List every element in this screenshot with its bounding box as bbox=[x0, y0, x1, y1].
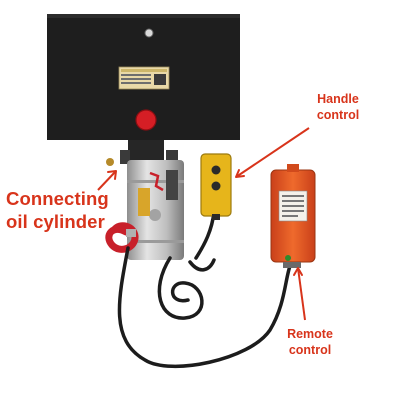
handle-arrow bbox=[235, 127, 310, 178]
remote-control-unit bbox=[270, 164, 316, 268]
red-breather-cap-icon bbox=[135, 109, 157, 131]
label-line: oil cylinder bbox=[6, 211, 105, 232]
red-hose bbox=[105, 222, 139, 253]
motor-label bbox=[138, 188, 150, 216]
label-line: Remote bbox=[287, 327, 333, 341]
annotation-arrows bbox=[97, 127, 310, 321]
remote-arrow bbox=[297, 267, 306, 321]
connecting-arrow bbox=[97, 170, 117, 191]
connecting-oil-cylinder-label: Connecting oil cylinder bbox=[6, 187, 109, 233]
down-button-icon bbox=[211, 181, 221, 191]
handle-control-label: Handle control bbox=[306, 91, 370, 123]
up-button-icon bbox=[211, 165, 221, 175]
oil-tank bbox=[47, 14, 240, 140]
filler-cap-icon bbox=[144, 28, 154, 38]
hydraulic-fitting-icon bbox=[106, 158, 114, 166]
label-line: control bbox=[288, 343, 332, 357]
electric-motor bbox=[127, 160, 184, 260]
label-line: Handle bbox=[317, 92, 359, 106]
label-line: control bbox=[316, 108, 360, 122]
solenoid bbox=[166, 170, 178, 200]
remote-control-label: Remote control bbox=[272, 326, 348, 358]
label-line: Connecting bbox=[6, 188, 109, 209]
handle-control-pendant bbox=[200, 153, 232, 220]
status-led-icon bbox=[285, 255, 291, 261]
